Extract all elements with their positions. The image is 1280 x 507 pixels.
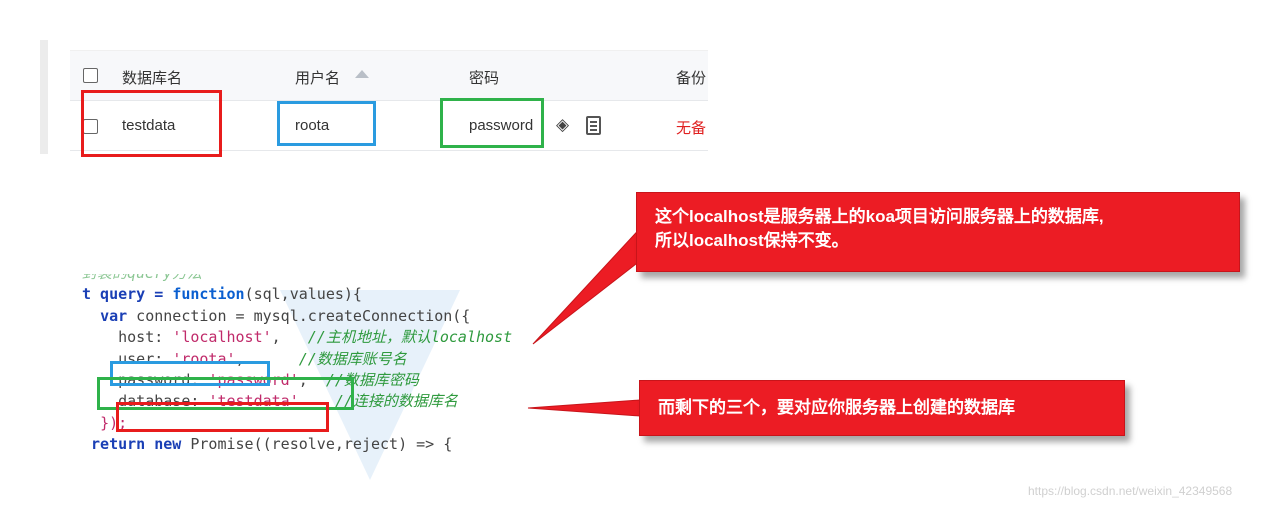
highlight-db-name [81,90,222,157]
highlight-user-line [110,361,270,386]
highlight-database-line [116,402,329,432]
highlight-user [277,101,376,146]
copy-icon[interactable] [586,116,601,135]
code-line-comment: 封装的query方法 [82,274,602,284]
callout-2-tail [527,399,641,417]
code-line-2: var connection = mysql.createConnection(… [100,306,471,325]
callout-localhost-line1: 这个localhost是服务器上的koa项目访问服务器上的数据库, [655,207,1104,226]
cell-user: roota [295,117,330,134]
highlight-password-line [97,377,354,410]
code-line-return: return new Promise((resolve,reject) => { [91,435,453,454]
code-line-close: }); [100,413,128,432]
callout-remaining-text: 而剩下的三个，要对应你服务器上创建的数据库 [658,398,1015,417]
column-header-user[interactable]: 用户名 [295,70,341,87]
column-header-backup: 备份 [676,70,707,87]
code-line-host: host: 'localhost', //主机地址，默认localhost [118,328,513,347]
highlight-password [440,98,544,148]
column-header-db-name[interactable]: 数据库名 [122,70,183,87]
cell-db-name: testdata [122,117,176,134]
cell-password: password [469,117,534,134]
backup-status: 无备 [676,120,707,137]
left-edge-bar [40,40,48,154]
select-all-checkbox[interactable] [83,68,98,83]
code-line-1: t query = function(sql,values){ [82,285,362,304]
callout-localhost: 这个localhost是服务器上的koa项目访问服务器上的数据库, 所以loca… [636,192,1240,272]
callout-remaining: 而剩下的三个，要对应你服务器上创建的数据库 [639,380,1125,436]
table-row: testdata roota password ◈ 无备 [70,101,708,151]
blog-watermark: https://blog.csdn.net/weixin_42349568 [1028,484,1233,498]
column-header-password: 密码 [469,70,500,87]
code-line-database: database: 'testdata' //连接的数据库名 [118,392,458,411]
watermark-shape [280,290,460,480]
show-password-icon[interactable]: ◈ [556,115,570,134]
sort-asc-icon[interactable] [355,70,369,78]
callout-localhost-line2: 所以localhost保持不变。 [655,231,849,250]
